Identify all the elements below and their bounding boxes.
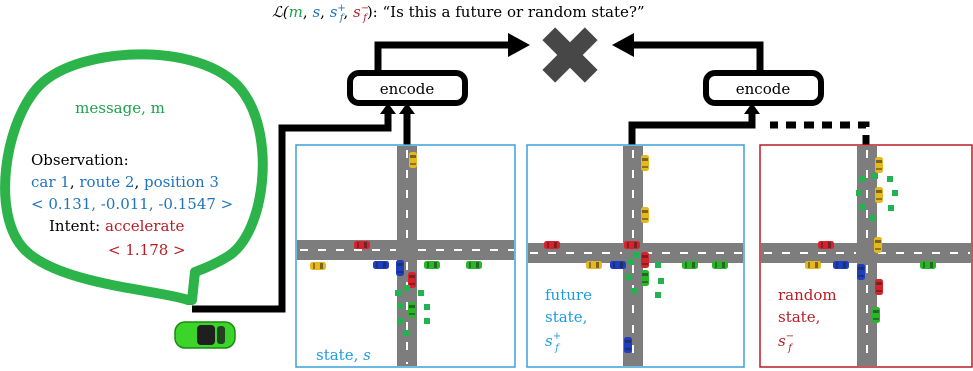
x-icon — [542, 27, 598, 83]
observation-line2: < 0.131, -0.011, -0.1547 > — [31, 195, 233, 213]
loss-comma-2: , — [320, 3, 330, 21]
loss-sup-plus: + — [337, 3, 345, 14]
future-symbol: s — [545, 332, 553, 350]
loss-sub-f-2: f — [362, 13, 369, 24]
future-sub: f — [554, 343, 561, 354]
intent-line: Intent: accelerate — [49, 217, 184, 235]
arrow-right-to-cross — [612, 33, 764, 80]
observation-line1: car 1, route 2, position 3 — [31, 173, 219, 191]
arrow-message-to-encoder — [192, 103, 396, 313]
panel-state: state, s — [295, 144, 516, 368]
obs-sep1: , — [70, 173, 80, 191]
message-label: message, m — [75, 99, 165, 117]
intent-label: Intent: — [49, 217, 105, 235]
arrow-random-to-encoder-dotted — [770, 121, 870, 145]
encode-label-left: encode — [380, 80, 435, 98]
random-sup: − — [786, 331, 794, 342]
future-label-symbol: s+f — [545, 331, 561, 354]
future-sup: + — [553, 331, 561, 342]
loss-sub-f-1: f — [339, 13, 346, 24]
observation-title: Observation: — [31, 151, 129, 169]
encode-label-right: encode — [736, 80, 791, 98]
loss-header: ℒ(m, s, s+f, s−f): “Is this a future or … — [272, 3, 645, 24]
random-label-line1: random — [778, 286, 837, 304]
loss-close: ): — [367, 3, 383, 21]
intent-vector: < 1.178 > — [108, 241, 186, 259]
obs-route: route 2 — [79, 173, 134, 191]
arrow-future-to-encoder — [628, 103, 760, 145]
loss-sup-minus: − — [361, 3, 369, 14]
arrow-state-to-encoder — [399, 103, 415, 145]
loss-comma-3: , — [343, 3, 353, 21]
future-label-line1: future — [545, 286, 592, 304]
loss-comma-1: , — [303, 3, 313, 21]
obs-car: car 1 — [31, 173, 70, 191]
encode-box-right: encode — [703, 70, 824, 106]
encode-box-left: encode — [347, 70, 468, 106]
panel-future-state: future state, s+f — [526, 144, 745, 368]
obs-position: position 3 — [144, 173, 219, 191]
panel-random-state: random state, s−f — [759, 144, 973, 368]
random-symbol: s — [778, 332, 786, 350]
loss-arg-s: s — [312, 3, 320, 21]
loss-symbol: ℒ( — [272, 3, 290, 21]
loss-arg-sf-plus: s — [330, 3, 338, 21]
intent-value: accelerate — [105, 217, 184, 235]
loss-arg-sf-minus: s — [353, 3, 361, 21]
future-label-line2: state, — [545, 308, 587, 326]
state-label: state, s — [316, 346, 371, 364]
car-icon — [174, 321, 236, 349]
random-sub: f — [787, 343, 794, 354]
speech-bubble — [0, 49, 268, 305]
random-label-line2: state, — [778, 308, 820, 326]
loss-question: “Is this a future or random state?” — [383, 3, 645, 21]
random-label-symbol: s−f — [778, 331, 794, 354]
arrow-left-to-cross — [374, 33, 530, 80]
obs-sep2: , — [134, 173, 144, 191]
loss-arg-m: m — [289, 3, 303, 21]
state-label-text: state, — [316, 346, 363, 364]
state-label-symbol: s — [363, 346, 371, 364]
